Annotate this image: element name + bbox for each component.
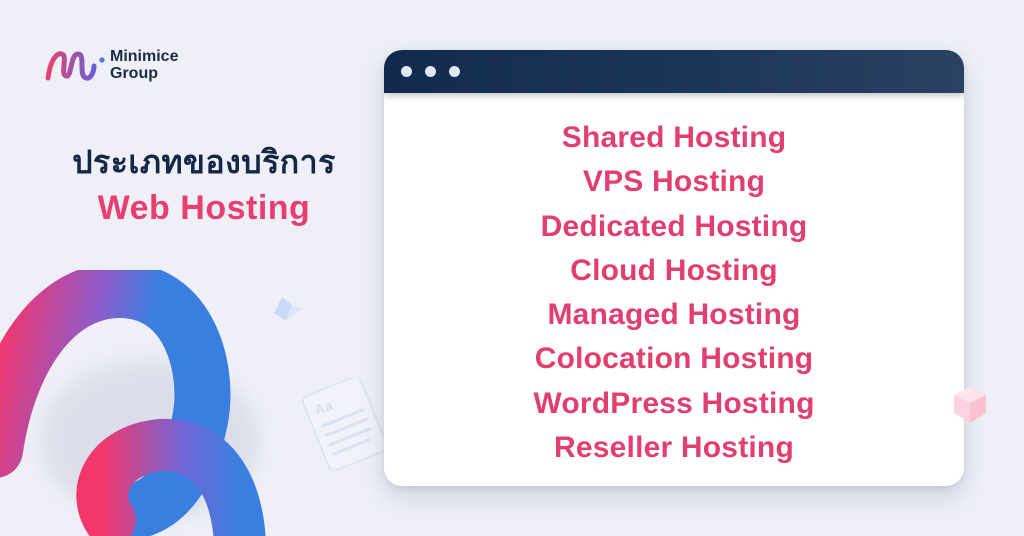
window-titlebar	[384, 50, 964, 93]
document-decoration-icon: Aa	[302, 378, 388, 470]
gradient-swirl-decoration	[0, 270, 266, 536]
hosting-type-colocation: Colocation Hosting	[534, 342, 814, 376]
brand-name-line1: Minimice	[110, 48, 179, 65]
headline: ประเภทของบริการ Web Hosting	[34, 140, 374, 232]
brand-logo: Minimice Group	[42, 44, 178, 86]
hosting-type-reseller: Reseller Hosting	[554, 431, 794, 465]
svg-text:Aa: Aa	[312, 397, 335, 419]
hosting-types-list: Shared Hosting VPS Hosting Dedicated Hos…	[384, 93, 964, 470]
cube-decoration-icon	[274, 297, 302, 321]
window-dot-icon	[401, 66, 412, 77]
hosting-type-shared: Shared Hosting	[561, 121, 787, 154]
window-dot-icon	[425, 66, 436, 77]
pink-cube-decoration-icon	[954, 387, 986, 423]
headline-thai: ประเภทของบริการ	[72, 143, 336, 181]
hosting-type-wordpress: WordPress Hosting	[533, 386, 815, 420]
headline-english: Web Hosting	[97, 189, 311, 227]
window-dot-icon	[449, 66, 460, 77]
minimice-m-logo-icon	[45, 51, 105, 81]
hosting-type-cloud: Cloud Hosting	[570, 253, 778, 287]
hosting-type-vps: VPS Hosting	[582, 165, 766, 199]
hosting-type-dedicated: Dedicated Hosting	[540, 209, 808, 243]
hosting-type-managed: Managed Hosting	[547, 298, 801, 332]
brand-name: Minimice Group	[110, 48, 178, 82]
browser-window: Shared Hosting VPS Hosting Dedicated Hos…	[384, 50, 964, 486]
brand-name-line2: Group	[110, 65, 158, 82]
